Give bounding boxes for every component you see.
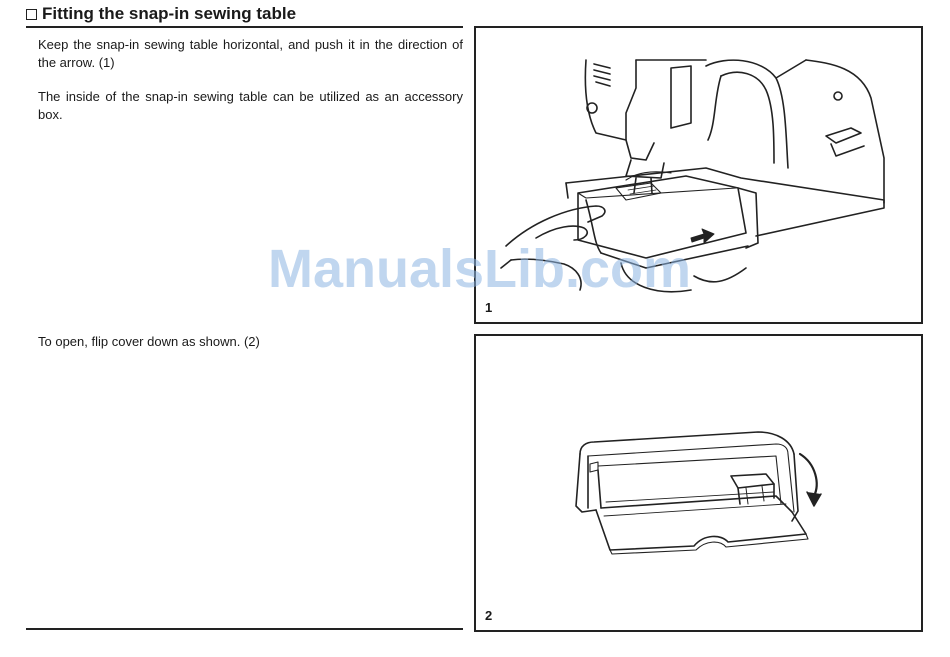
figure-1: 1 (474, 26, 923, 324)
section-title: Fitting the snap-in sewing table (42, 4, 296, 24)
arrow-right-icon (691, 229, 714, 243)
figure-2-number: 2 (485, 608, 492, 623)
sewing-machine-illustration (476, 28, 921, 322)
instruction-paragraph-3: To open, flip cover down as shown. (2) (38, 333, 463, 351)
figure-1-number: 1 (485, 300, 492, 315)
arrow-curved-down-icon (800, 454, 817, 496)
checkbox-icon (26, 9, 37, 20)
accessory-box-illustration (476, 336, 921, 630)
footer-rule (26, 628, 463, 630)
figure-2: 2 (474, 334, 923, 632)
section-header: Fitting the snap-in sewing table (26, 2, 296, 26)
header-rule (26, 26, 463, 28)
instruction-paragraph-1: Keep the snap-in sewing table horizontal… (38, 36, 463, 72)
instruction-paragraph-2: The inside of the snap-in sewing table c… (38, 88, 463, 124)
